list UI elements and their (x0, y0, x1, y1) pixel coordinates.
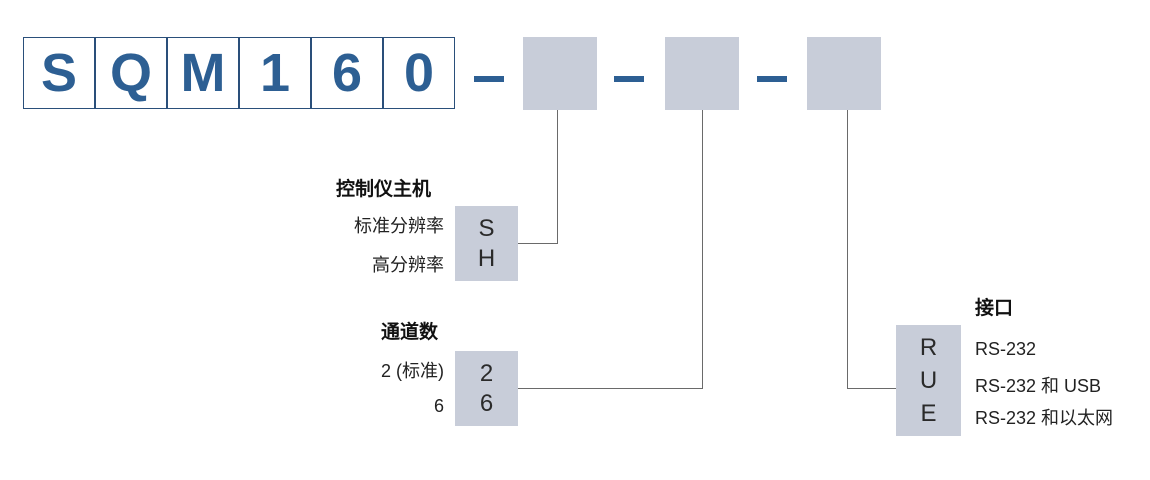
controller-code-box: S H (455, 206, 518, 281)
channels-connector-vertical (702, 110, 703, 389)
interface-option-rs232-label: RS-232 (975, 339, 1037, 359)
model-code-char-3: M (167, 37, 239, 109)
interface-code-r: R (919, 334, 938, 361)
model-code-char-5: 6 (311, 37, 383, 109)
controller-slot (523, 37, 597, 110)
controller-connector-vertical (557, 110, 558, 244)
separator-dash-3 (757, 76, 787, 82)
controller-group-title: 控制仪主机 (336, 179, 432, 200)
controller-option-high-label: 高分辨率 (372, 255, 444, 275)
interface-code-box: R U E (896, 325, 961, 436)
model-code-char-1: S (23, 37, 95, 109)
model-code-char-6: 0 (383, 37, 455, 109)
channels-option-2-label: 2 (标准) (381, 361, 444, 381)
model-code-char-2: Q (95, 37, 167, 109)
channels-connector-horizontal (518, 388, 703, 389)
channels-code-6: 6 (479, 389, 494, 417)
interface-code-e: E (920, 400, 937, 427)
channels-slot (665, 37, 739, 110)
interface-option-rs232-usb-label: RS-232 和 USB (975, 376, 1102, 396)
model-code-char-4: 1 (239, 37, 311, 109)
separator-dash-1 (474, 76, 504, 82)
interface-group-title: 接口 (975, 298, 1014, 319)
channels-option-6-label: 6 (433, 396, 444, 416)
controller-code-h: H (477, 244, 496, 272)
interface-connector-vertical (847, 110, 848, 389)
controller-connector-horizontal (518, 243, 558, 244)
channels-code-box: 2 6 (455, 351, 518, 426)
channels-group-title: 通道数 (381, 322, 439, 343)
controller-code-s: S (478, 214, 495, 242)
channels-code-2: 2 (479, 359, 494, 387)
separator-dash-2 (614, 76, 644, 82)
interface-option-rs232-ethernet-label: RS-232 和以太网 (975, 408, 1114, 428)
interface-code-u: U (919, 367, 938, 394)
controller-option-standard-label: 标准分辨率 (354, 216, 444, 236)
interface-connector-horizontal (847, 388, 896, 389)
interface-slot (807, 37, 881, 110)
